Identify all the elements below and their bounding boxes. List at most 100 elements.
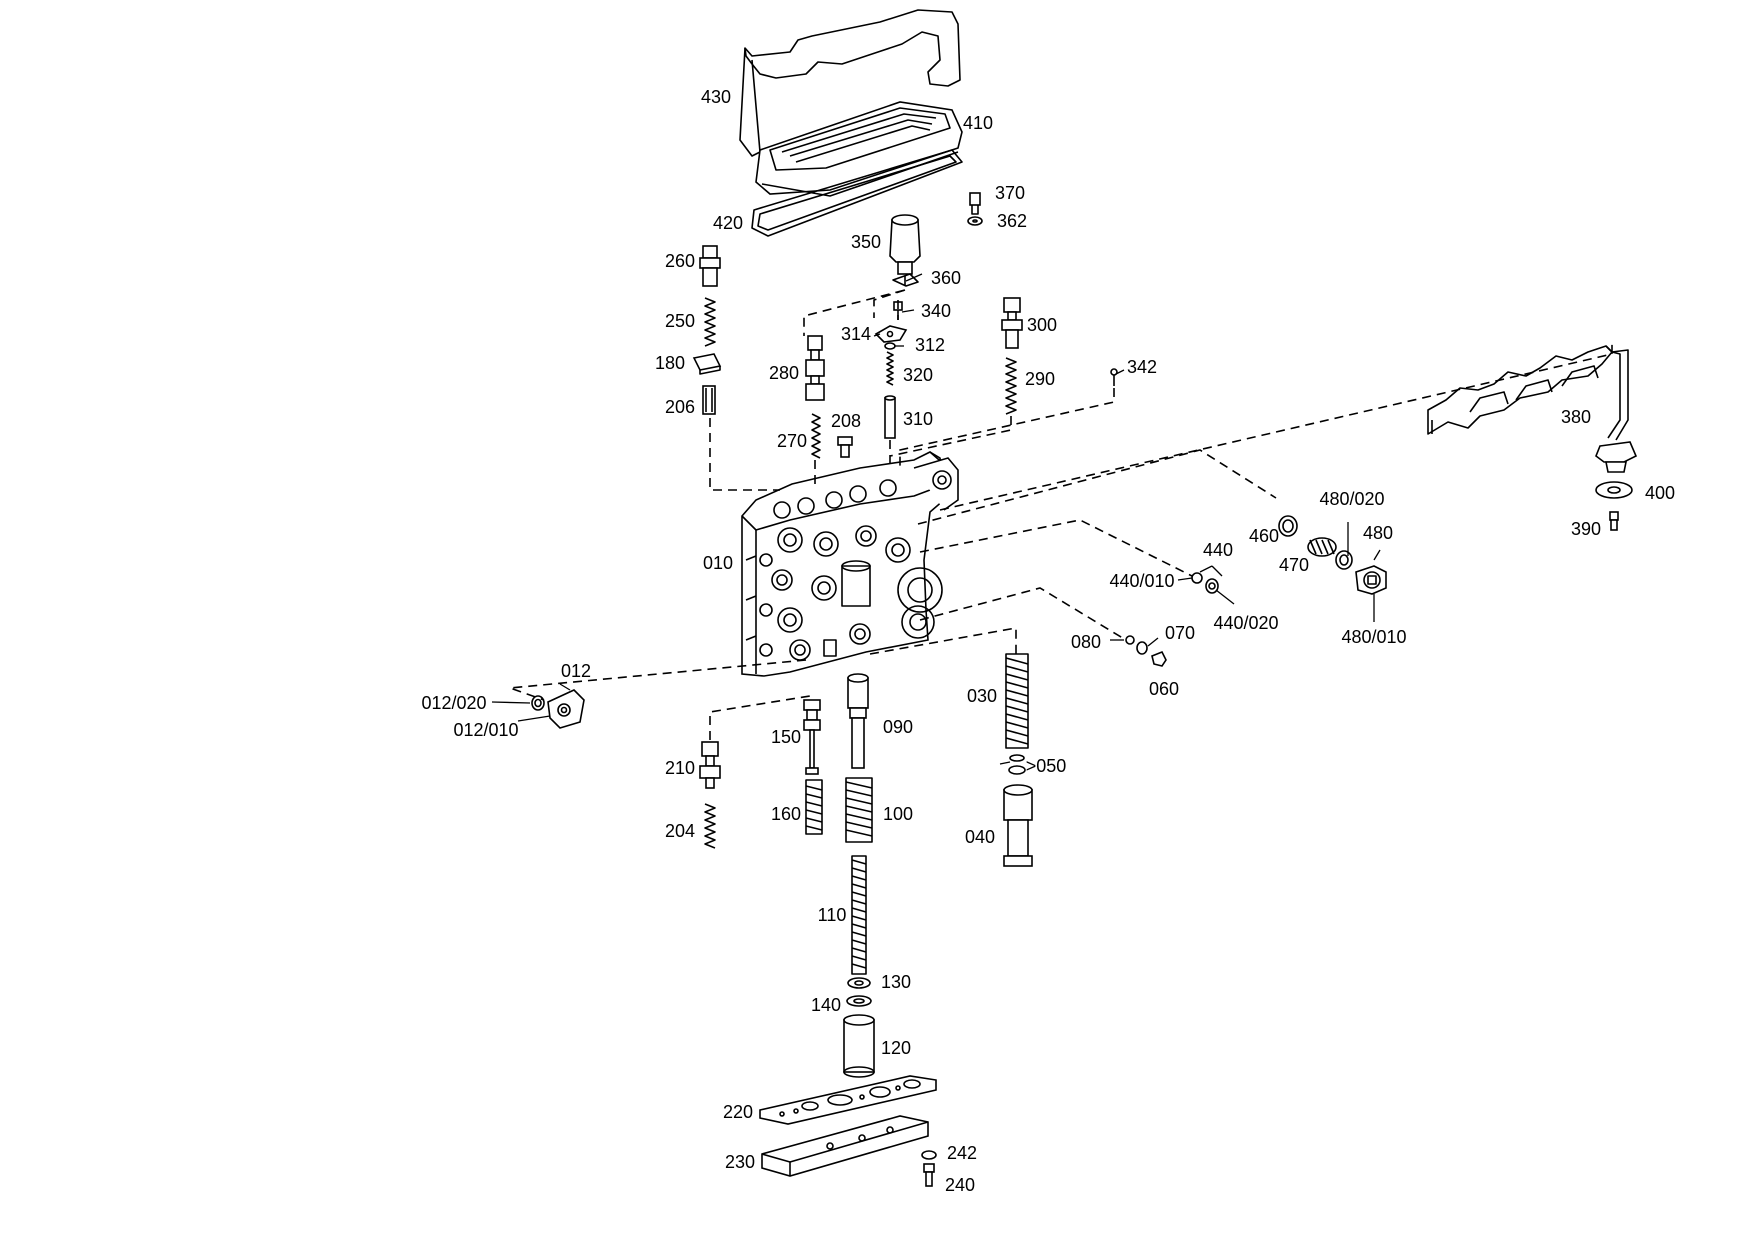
callout-240: 240 (945, 1175, 975, 1195)
callout-150: 150 (771, 727, 801, 747)
solenoid-350 (889, 214, 921, 275)
screw-390 (1609, 511, 1619, 531)
callout-110: 110 (818, 905, 847, 925)
connector-400 (1595, 441, 1638, 499)
spring-270 (811, 413, 821, 459)
cover-410 (755, 101, 963, 197)
callout-360: 360 (931, 268, 961, 288)
plug-060 (1151, 650, 1167, 667)
callout-340: 340 (921, 301, 951, 321)
cover-gasket-430 (739, 9, 961, 157)
block-180 (692, 353, 722, 375)
callout-060: 060 (1149, 679, 1179, 699)
callout-310: 310 (903, 409, 933, 429)
callout-380: 380 (1561, 407, 1591, 427)
seal-012-020 (531, 695, 545, 711)
callout-250: 250 (665, 311, 695, 331)
callout-362: 362 (997, 211, 1027, 231)
cover-seal-420 (751, 149, 963, 237)
callout-070: 070 (1165, 623, 1195, 643)
callout-460: 460 (1249, 526, 1279, 546)
callout-012: 012 (561, 661, 591, 681)
callout-410: 410 (963, 113, 993, 133)
washer-130 (847, 977, 871, 989)
ring-050 (1008, 754, 1026, 775)
gasket-220 (759, 1075, 937, 1125)
callout-090: 090 (883, 717, 913, 737)
callout-350: 350 (851, 232, 881, 252)
spring-110 (851, 855, 867, 975)
pin-342 (1110, 368, 1118, 386)
washer-362 (967, 216, 983, 226)
callout-470: 470 (1279, 555, 1309, 575)
callout-010: 010 (703, 553, 733, 573)
callout-420: 420 (713, 213, 743, 233)
callout-480-020: 480/020 (1319, 489, 1384, 509)
pin-206 (702, 385, 716, 415)
callout-290: 290 (1025, 369, 1055, 389)
callout-140: 140 (811, 995, 841, 1015)
callout-180: 180 (655, 353, 685, 373)
sleeve-040 (1003, 784, 1033, 867)
callout-400: 400 (1645, 483, 1675, 503)
callout-260: 260 (665, 251, 695, 271)
washer-140 (846, 995, 872, 1007)
callout-012-020: 012/020 (421, 693, 486, 713)
callout-160: 160 (771, 804, 801, 824)
callout-100: 100 (883, 804, 913, 824)
valve-body-010 (741, 451, 959, 677)
plug-460 (1278, 515, 1298, 537)
spring-160 (805, 779, 823, 835)
spring-320 (886, 351, 894, 386)
wiring-harness-380 (1427, 345, 1629, 441)
callout-440-020: 440/020 (1213, 613, 1278, 633)
pin-310 (884, 395, 896, 439)
callout-208: 208 (831, 411, 861, 431)
callout-480: 480 (1363, 523, 1393, 543)
callout-312: 312 (915, 335, 945, 355)
bolt-240 (923, 1163, 935, 1187)
valve-260 (699, 245, 721, 287)
valve-300 (1001, 297, 1023, 349)
plate-314 (874, 325, 908, 343)
sleeve-120 (843, 1014, 875, 1078)
callout-480-010: 480/010 (1341, 627, 1406, 647)
spring-470 (1307, 537, 1337, 557)
callout-300: 300 (1027, 315, 1057, 335)
valve-150 (803, 699, 821, 775)
seal-440-010 (1191, 572, 1203, 584)
callout-204: 204 (665, 821, 695, 841)
callout-320: 320 (903, 365, 933, 385)
spring-290 (1005, 357, 1017, 415)
plug-480-010 (1355, 565, 1387, 595)
callout-030: 030 (967, 686, 997, 706)
spring-250 (704, 297, 716, 347)
valve-210 (699, 741, 721, 789)
callout-080: 080 (1071, 632, 1101, 652)
seal-070 (1136, 641, 1148, 655)
callout-440: 440 (1203, 540, 1233, 560)
callout-210: 210 (665, 758, 695, 778)
callout-242: 242 (947, 1143, 977, 1163)
piston-090 (847, 673, 869, 769)
callout-370: 370 (995, 183, 1025, 203)
callout-230: 230 (725, 1152, 755, 1172)
seal-080 (1125, 635, 1135, 645)
callout-342: 342 (1127, 357, 1157, 377)
callout-220: 220 (723, 1102, 753, 1122)
plate-230 (761, 1115, 929, 1177)
spring-100 (845, 777, 873, 843)
seal-480-020 (1335, 550, 1353, 570)
callout-440-010: 440/010 (1109, 571, 1174, 591)
callout-270: 270 (777, 431, 807, 451)
assembly-lines (509, 276, 1613, 740)
valve-280 (805, 335, 825, 401)
callout-050: >050 (1026, 756, 1067, 776)
leader-lines (491, 273, 1381, 765)
spring-030 (1005, 653, 1029, 749)
callout-280: 280 (769, 363, 799, 383)
seal-312 (884, 342, 896, 350)
callout-040: 040 (965, 827, 995, 847)
washer-242 (921, 1150, 937, 1160)
